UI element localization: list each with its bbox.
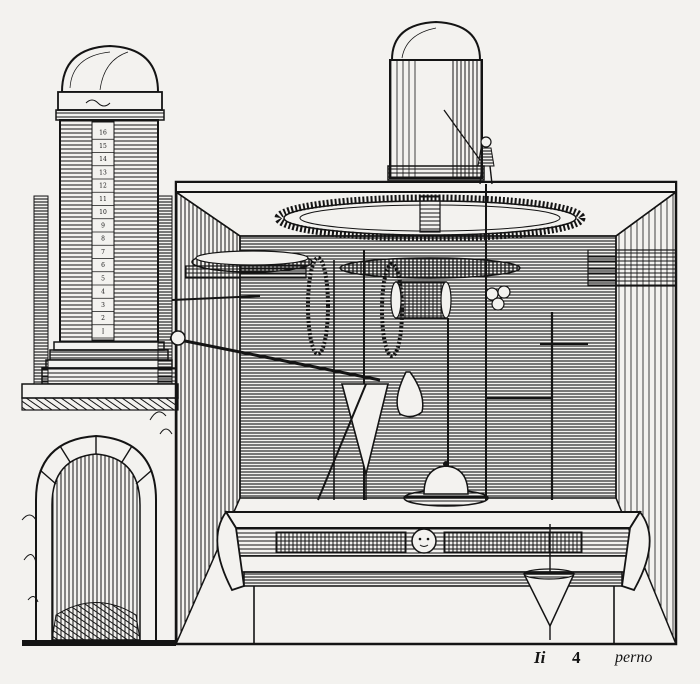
hanging-weight [396, 371, 424, 418]
cluster-of-balls [485, 285, 511, 311]
standing-figure [477, 136, 495, 185]
leaf-number: 4 [572, 648, 581, 667]
catchword: perno [615, 649, 653, 666]
ornate-basin [216, 510, 651, 644]
clockwork-chamber [169, 20, 678, 646]
scale-numeral: 16 [99, 130, 107, 137]
scale-numeral: 10 [99, 209, 107, 216]
great-gear-wheel [274, 194, 586, 242]
page-footer: Ii 4 perno [0, 646, 700, 676]
scale-numeral: 13 [99, 169, 107, 176]
vertical-wheel-left [306, 256, 330, 356]
hour-scale-numerals: I 2 3 4 5 6 7 8 9 10 11 12 13 14 15 16 [92, 130, 114, 339]
signature-mark: Ii [534, 648, 546, 667]
scale-numeral: 2 [101, 315, 105, 322]
scale-numeral: 6 [101, 262, 105, 269]
scale-numeral: 15 [99, 143, 107, 150]
clock-tower: I 2 3 4 5 6 7 8 9 10 11 12 13 14 15 16 [33, 44, 177, 387]
tower-hour-scale [91, 121, 115, 341]
funnel-vessel [317, 383, 390, 501]
domed-dish [403, 461, 489, 507]
face-cartouche [411, 528, 437, 554]
stone-arch [21, 383, 179, 646]
scale-numeral: 4 [101, 289, 105, 296]
scale-numeral: 8 [101, 236, 105, 243]
scale-numeral: I [102, 328, 105, 335]
scale-numeral: 14 [99, 156, 107, 163]
tower-dome [60, 44, 160, 93]
scale-numeral: 7 [101, 249, 105, 256]
lower-funnel [522, 524, 576, 640]
scale-numeral: 12 [99, 183, 107, 190]
scale-numeral: 9 [101, 222, 105, 229]
scale-numeral: 11 [99, 196, 107, 203]
scale-numeral: 5 [101, 275, 105, 282]
scale-numeral: 3 [101, 302, 105, 309]
left-gear-wheel [185, 250, 313, 279]
winding-drum [390, 281, 452, 319]
cylinder-dome [390, 20, 482, 61]
middle-gear-wheel [339, 257, 521, 279]
